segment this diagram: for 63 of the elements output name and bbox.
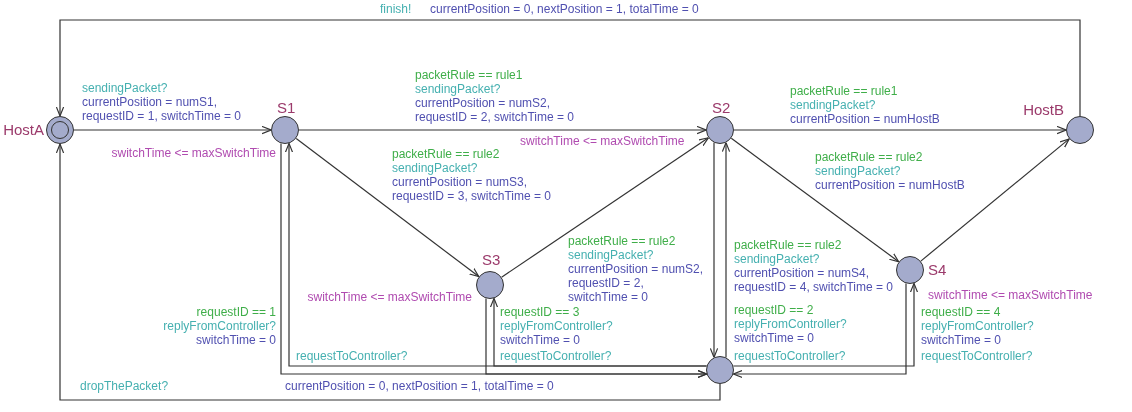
sync-label: replyFromController?: [500, 319, 613, 333]
transition-arrow: [55, 143, 721, 401]
sync-label: sendingPacket?: [568, 248, 654, 262]
location-name: S3: [482, 252, 501, 268]
transition-arrow: [733, 125, 1067, 135]
transition-arrow: [501, 137, 709, 278]
transition-arrow: [489, 297, 708, 367]
location-name: HostA: [3, 122, 44, 138]
sync-label: replyFromController?: [163, 319, 276, 333]
sync-label: sendingPacket?: [415, 82, 501, 96]
transition-arrow: [295, 137, 480, 278]
invariant-label: switchTime <= maxSwitchTime: [111, 146, 276, 160]
sync-label: replyFromController?: [921, 319, 1034, 333]
update-label: currentPosition = numS1, requestID = 1, switchTime = 0: [82, 95, 242, 123]
transition-arrow: [73, 125, 272, 135]
sync-label: sendingPacket?: [392, 161, 478, 175]
sync-label: dropThePacket?: [80, 379, 169, 393]
guard-label: packetRule == rule2: [392, 147, 500, 161]
update-label: currentPosition = 0, nextPosition = 1, totalTime = 0: [430, 2, 699, 16]
sync-label: requestToController?: [296, 349, 408, 363]
guard-label: packetRule == rule2: [568, 234, 676, 248]
invariant-label: switchTime <= maxSwitchTime: [928, 288, 1093, 302]
sync-label: requestToController?: [734, 349, 846, 363]
sync-label: sendingPacket?: [82, 81, 168, 95]
transition-arrow: [920, 138, 1070, 262]
sync-label: sendingPacket?: [815, 164, 901, 178]
sync-label: requestToController?: [921, 349, 1033, 363]
guard-label: packetRule == rule1: [790, 84, 898, 98]
location-name: HostB: [1023, 102, 1064, 118]
guard-label: packetRule == rule2: [734, 238, 842, 252]
transition-arrow: [709, 142, 719, 358]
sync-label: sendingPacket?: [790, 98, 876, 112]
transition-arrow: [55, 19, 1081, 117]
guard-label: requestID == 1: [196, 305, 276, 319]
update-label: currentPosition = numHostB: [790, 112, 940, 126]
sync-label: requestToController?: [500, 349, 612, 363]
location-name: S2: [712, 100, 731, 116]
update-label: switchTime = 0: [500, 333, 580, 347]
update-label: currentPosition = 0, nextPosition = 1, totalTime = 0: [285, 379, 554, 393]
transition-arrow: [730, 137, 900, 263]
transition-arrow: [732, 282, 907, 379]
transition-arrow: [298, 125, 707, 135]
sync-label: sendingPacket?: [734, 252, 820, 266]
sync-label: finish!: [380, 2, 412, 16]
guard-label: packetRule == rule2: [815, 150, 923, 164]
location-name: S4: [928, 262, 947, 278]
transition-arrow: [485, 297, 708, 379]
update-label: switchTime = 0: [196, 333, 276, 347]
invariant-label: switchTime <= maxSwitchTime: [520, 134, 685, 148]
update-label: currentPosition = numHostB: [815, 178, 965, 192]
update-label: currentPosition = numS3, requestID = 3, switchTime = 0: [392, 175, 552, 203]
update-label: currentPosition = numS2, requestID = 2, switchTime = 0: [568, 262, 704, 304]
guard-label: requestID == 4: [921, 305, 1001, 319]
location-name: S1: [277, 100, 296, 116]
update-label: switchTime = 0: [921, 333, 1001, 347]
update-label: switchTime = 0: [734, 331, 814, 345]
update-label: currentPosition = numS4, requestID = 4, switchTime = 0: [734, 266, 894, 294]
guard-label: packetRule == rule1: [415, 68, 523, 82]
update-label: currentPosition = numS2, requestID = 2, switchTime = 0: [415, 96, 575, 124]
invariant-label: switchTime <= maxSwitchTime: [307, 290, 472, 304]
sync-label: replyFromController?: [734, 317, 847, 331]
transition-arrow: [732, 282, 919, 367]
transition-arrow: [721, 142, 731, 358]
